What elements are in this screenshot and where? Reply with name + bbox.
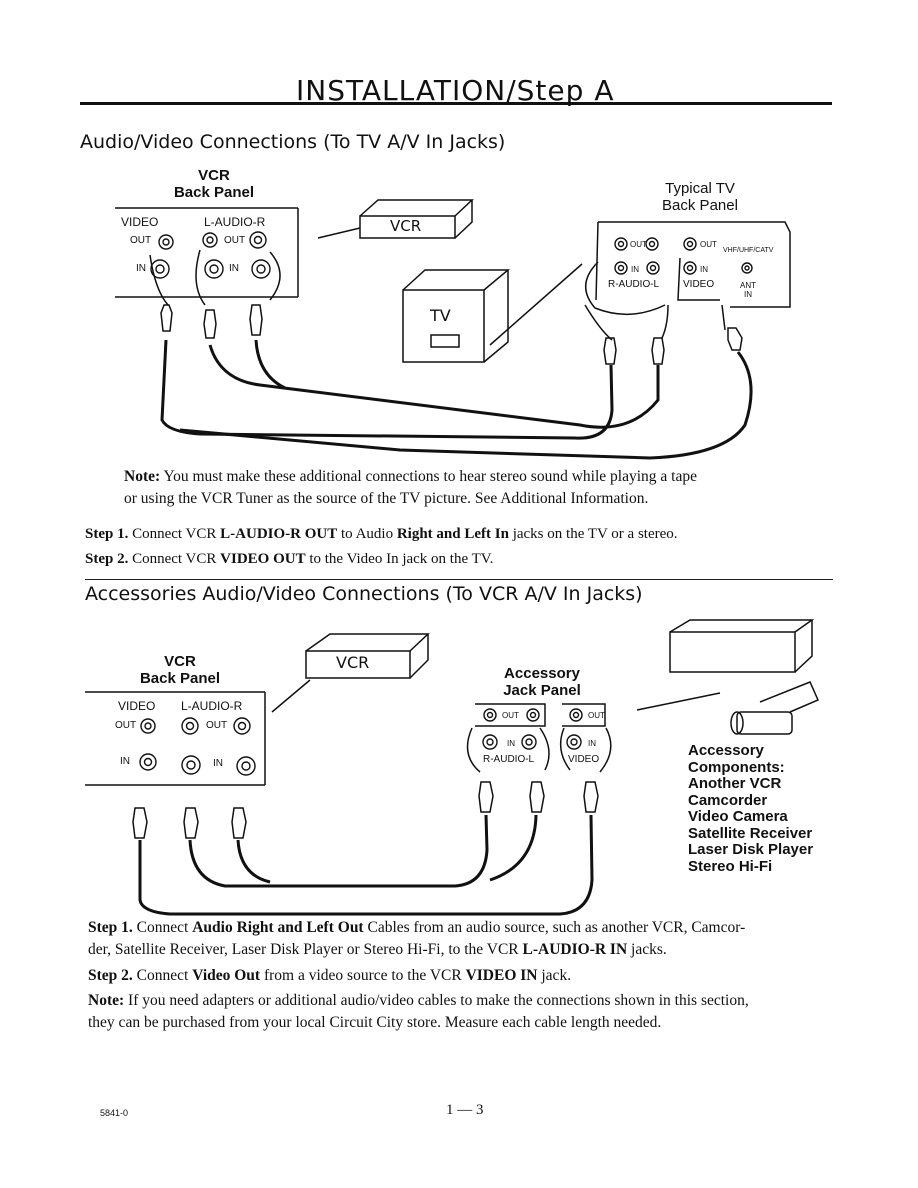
s2-note: Note: If you need adapters or additional…	[88, 992, 749, 1031]
s1-video-in-label: IN	[136, 263, 146, 274]
page-title: INSTALLATION/Step A	[296, 74, 615, 107]
s2-r-audio-l-label: R-AUDIO-L	[483, 754, 535, 765]
s2-audio-out-label: OUT	[206, 720, 228, 731]
s2-video-label: VIDEO	[118, 699, 156, 713]
s2-vcr-panel	[85, 691, 266, 786]
s2-acc-label: Accessory Jack Panel	[503, 665, 581, 699]
s1-vcr-box-shape	[317, 199, 474, 239]
section2-heading: Accessories Audio/Video Connections (To …	[85, 583, 643, 605]
s2-acc-in1-label: IN	[507, 739, 515, 748]
s1-audio-in-label: IN	[229, 263, 239, 274]
s1-ant-in-label: IN	[744, 290, 752, 299]
title-rule	[80, 102, 832, 105]
s2-step1: Step 1. Connect Audio Right and Left Out…	[88, 919, 746, 958]
s1-vhf-label: VHF/UHF/CATV	[723, 247, 774, 254]
s2-audio-in-label: IN	[213, 758, 223, 769]
s1-tv-box-label: TV	[430, 306, 451, 325]
s2-vcr-label: VCR Back Panel	[139, 653, 221, 687]
s2-camcorder-shape	[636, 681, 819, 735]
s2-step2: Step 2. Connect Video Out from a video s…	[88, 967, 572, 984]
list-item: Camcorder	[688, 791, 768, 809]
s1-r-audio-l-label: R-AUDIO-L	[608, 279, 660, 290]
s1-tv-out2-label: OUT	[700, 240, 717, 249]
s1-vcr-panel	[115, 207, 299, 306]
s1-audio-label: L-AUDIO-R	[204, 215, 266, 229]
list-item: Video Camera	[688, 808, 788, 825]
section1-heading: Audio/Video Connections (To TV A/V In Ja…	[80, 131, 506, 153]
list-item: Accessory	[688, 742, 764, 759]
s2-acc-out2-label: OUT	[588, 711, 605, 720]
s1-tv-out1-label: OUT	[630, 240, 647, 249]
page-number: 1 — 3	[446, 1102, 484, 1118]
list-item: Satellite Receiver	[688, 824, 813, 842]
s1-tv-box-shape	[402, 269, 511, 363]
s2-acc-out1-label: OUT	[502, 711, 519, 720]
s1-tv-label: Typical TV Back Panel	[662, 180, 738, 214]
s2-video-out-label: OUT	[115, 720, 137, 731]
s1-tv-in2-label: IN	[700, 265, 708, 274]
s1-audio-out-label: OUT	[224, 235, 246, 246]
s2-cables	[138, 814, 594, 916]
s2-acc-panel	[466, 703, 612, 773]
s2-acc-video-label: VIDEO	[568, 754, 600, 765]
s2-vcr-box-label: VCR	[336, 653, 370, 672]
footer-code: 5841-0	[100, 1108, 129, 1118]
s1-vcr-box-label: VCR	[390, 217, 422, 235]
list-item: Stereo Hi-Fi	[688, 857, 773, 875]
s2-accessory-box-shape	[669, 619, 815, 673]
s1-tv-in1-label: IN	[631, 265, 639, 274]
s1-step2: Step 2. Connect VCR VIDEO OUT to the Vid…	[85, 551, 494, 567]
s1-plugs	[160, 304, 743, 365]
s2-plugs	[132, 781, 599, 839]
s1-note: Note: You must make these additional con…	[124, 468, 697, 507]
s2-audio-label: L-AUDIO-R	[181, 699, 243, 713]
s1-cables	[160, 339, 753, 460]
s1-video-out-label: OUT	[130, 235, 152, 246]
s2-acc-in2-label: IN	[588, 739, 596, 748]
s1-ant-label: ANT	[740, 281, 756, 290]
accessory-components-list: Accessory Components: Another VCR Camcor…	[688, 742, 814, 875]
s1-tv-video-label: VIDEO	[683, 279, 715, 290]
s2-vcr-box-shape	[271, 633, 430, 713]
s1-vcr-label: VCR Back Panel	[173, 167, 255, 201]
list-item: Components:	[688, 758, 785, 776]
s1-step1: Step 1. Connect VCR L-AUDIO-R OUT to Aud…	[85, 526, 678, 542]
section-divider	[85, 579, 833, 580]
list-item: Another VCR	[688, 775, 782, 792]
list-item: Laser Disk Player	[688, 841, 814, 858]
s1-tv-panel	[584, 221, 791, 341]
s1-video-label: VIDEO	[121, 215, 159, 229]
s2-video-in-label: IN	[120, 756, 130, 767]
